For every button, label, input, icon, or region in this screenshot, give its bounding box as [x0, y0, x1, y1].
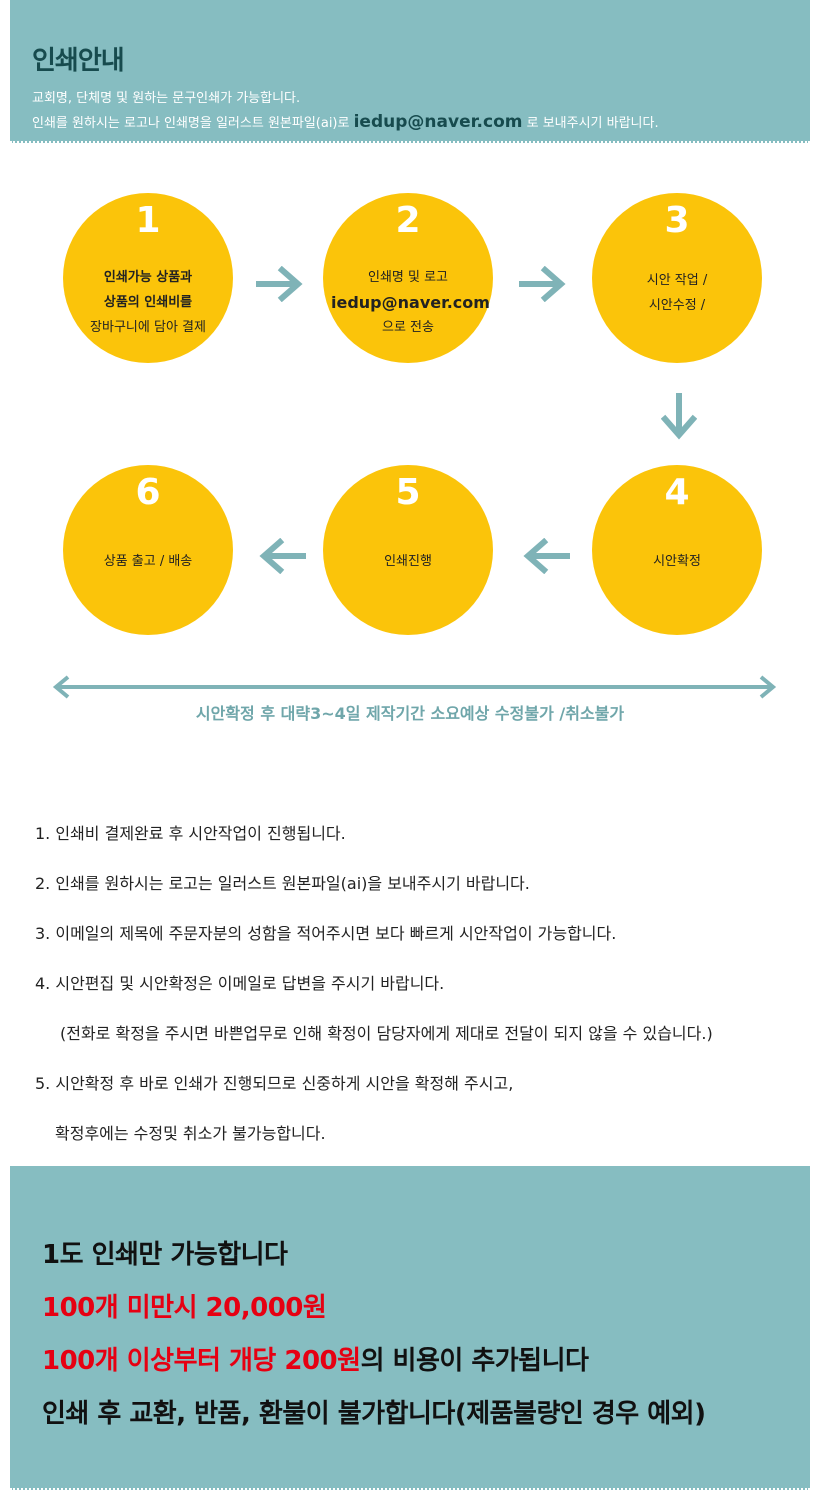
bottom-line-2: 100개 미만시 20,000원: [42, 1293, 327, 1323]
step-line: 시안 작업 /: [646, 273, 708, 288]
step-text: 인쇄명 및 로고 iedup@naver.com 으로 전송: [331, 265, 490, 340]
header-line-2-suffix: 로 보내주시기 바랍니다.: [522, 116, 659, 131]
arrow-left-icon: [258, 538, 306, 574]
step-text: 인쇄가능 상품과 상품의 인쇄비를 장바구니에 담아 결제: [71, 265, 225, 340]
step-6-circle: 6 상품 출고 / 배송: [63, 465, 233, 635]
step-text: 인쇄진행: [331, 549, 485, 574]
step-4-circle: 4 시안확정: [592, 465, 762, 635]
bottom-band: 1도 인쇄만 가능합니다 100개 미만시 20,000원 100개 이상부터 …: [10, 1166, 810, 1490]
step-3-circle: 3 시안 작업 / 시안수정 /: [592, 193, 762, 363]
step-text: 시안 작업 / 시안수정 /: [600, 268, 754, 318]
step-line: 으로 전송: [382, 320, 434, 335]
list-item: 확정후에는 수정및 취소가 불가능합니다.: [55, 1124, 326, 1143]
step-line: 인쇄진행: [384, 554, 432, 569]
header-line-2-prefix: 인쇄를 원하시는 로고나 인쇄명을 일러스트 원본파일(ai)로: [32, 116, 354, 131]
step-2-circle: 2 인쇄명 및 로고 iedup@naver.com 으로 전송: [323, 193, 493, 363]
step-text: 시안확정: [600, 549, 754, 574]
bottom-line-3-red: 100개 이상부터 개당 200원: [42, 1346, 361, 1376]
list-item: 3. 이메일의 제목에 주문자분의 성함을 적어주시면 보다 빠르게 시안작업이…: [35, 924, 617, 943]
bottom-line-3: 100개 이상부터 개당 200원의 비용이 추가됩니다: [42, 1340, 589, 1377]
step-line: 장바구니에 담아 결제: [90, 320, 206, 335]
contact-email[interactable]: iedup@naver.com: [353, 112, 523, 132]
step-number: 1: [135, 200, 161, 241]
step-line: 시안수정 /: [648, 298, 706, 313]
step-1-circle: 1 인쇄가능 상품과 상품의 인쇄비를 장바구니에 담아 결제: [63, 193, 233, 363]
bottom-line-4: 인쇄 후 교환, 반품, 환불이 불가합니다(제품불량인 경우 예외): [42, 1399, 706, 1429]
list-item: 5. 시안확정 후 바로 인쇄가 진행되므로 신중하게 시안을 확정해 주시고,: [35, 1074, 514, 1093]
arrow-down-icon: [661, 393, 697, 441]
page-title: 인쇄안내: [32, 46, 125, 76]
header-line-2: 인쇄를 원하시는 로고나 인쇄명을 일러스트 원본파일(ai)로 iedup@n…: [32, 112, 659, 132]
timeline-note: 시안확정 후 대략3~4일 제작기간 소요예상 수정불가 /취소불가: [195, 704, 625, 723]
step-number: 3: [664, 200, 690, 241]
step-email: iedup@naver.com: [331, 293, 490, 312]
step-line: 인쇄가능 상품과: [103, 270, 193, 285]
header-line-1: 교회명, 단체명 및 원하는 문구인쇄가 가능합니다.: [32, 91, 301, 106]
list-item: 4. 시안편집 및 시안확정은 이메일로 답변을 주시기 바랍니다.: [35, 974, 445, 993]
step-number: 5: [395, 472, 421, 513]
step-line: 상품 출고 / 배송: [103, 554, 193, 569]
step-number: 2: [395, 200, 421, 241]
bottom-line-1: 1도 인쇄만 가능합니다: [42, 1240, 288, 1270]
step-line: 인쇄명 및 로고: [367, 270, 449, 285]
arrow-right-icon: [519, 266, 567, 302]
list-item: 1. 인쇄비 결제완료 후 시안작업이 진행됩니다.: [35, 824, 346, 843]
step-number: 6: [135, 472, 161, 513]
header-band: 인쇄안내 교회명, 단체명 및 원하는 문구인쇄가 가능합니다. 인쇄를 원하시…: [10, 0, 810, 143]
timeline-double-arrow-icon: [52, 675, 777, 699]
step-line: 상품의 인쇄비를: [103, 295, 193, 310]
list-item: 2. 인쇄를 원하시는 로고는 일러스트 원본파일(ai)을 보내주시기 바랍니…: [35, 874, 530, 893]
step-number: 4: [664, 472, 690, 513]
step-text: 상품 출고 / 배송: [71, 549, 225, 574]
step-5-circle: 5 인쇄진행: [323, 465, 493, 635]
bottom-line-3-rest: 의 비용이 추가됩니다: [360, 1346, 589, 1376]
list-item: (전화로 확정을 주시면 바쁜업무로 인해 확정이 담당자에게 제대로 전달이 …: [60, 1024, 713, 1043]
step-line: 시안확정: [653, 554, 701, 569]
arrow-right-icon: [256, 266, 304, 302]
arrow-left-icon: [522, 538, 570, 574]
